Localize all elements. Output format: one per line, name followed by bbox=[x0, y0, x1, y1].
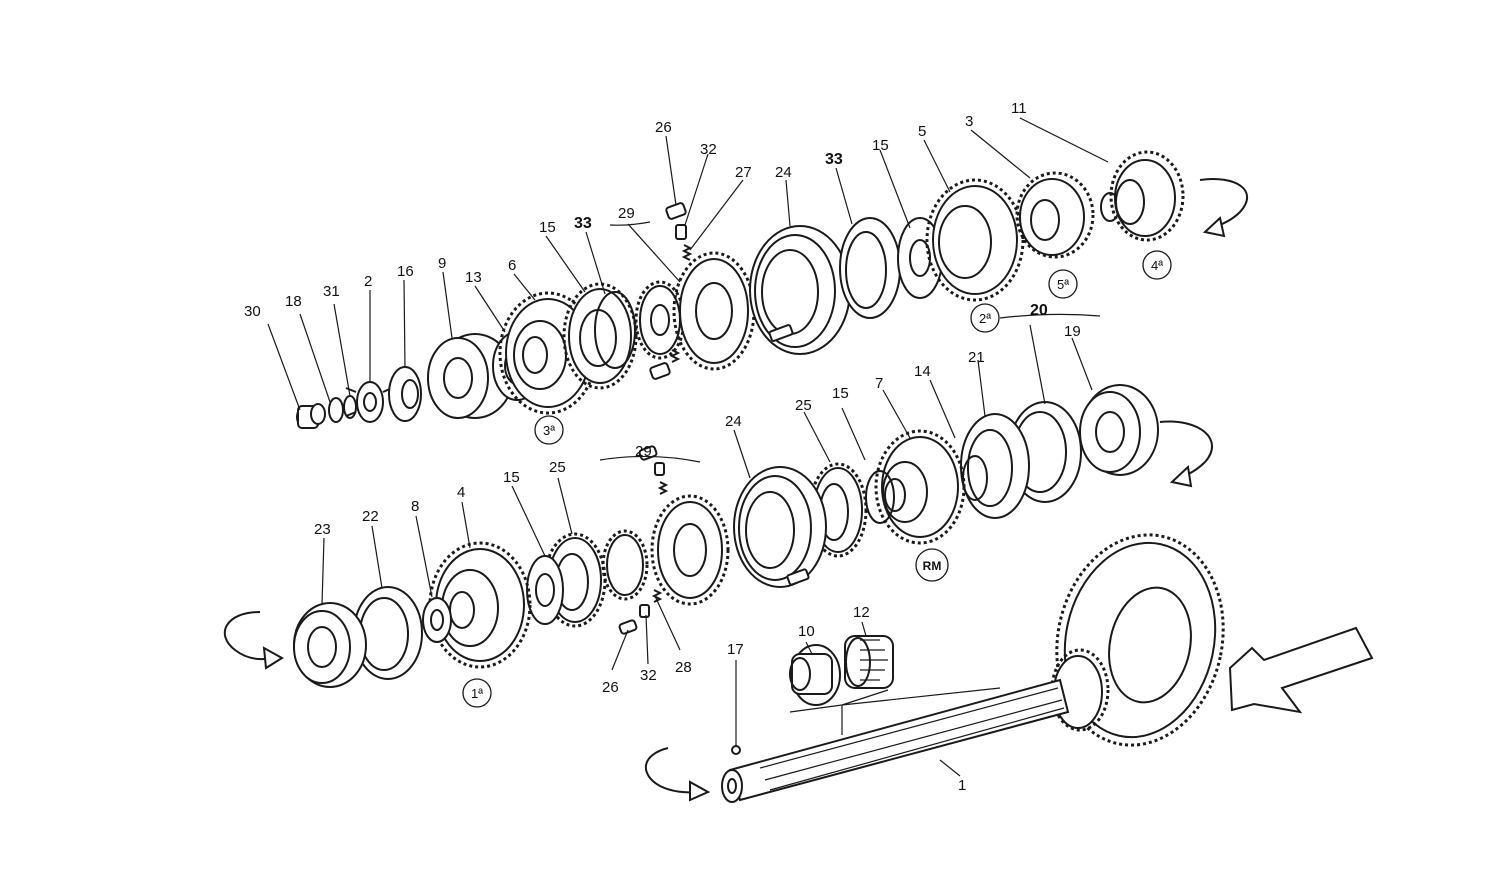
callout-label: 33 bbox=[574, 215, 592, 232]
gear-marker-second: 2ª bbox=[979, 311, 991, 326]
middle-row-assembly bbox=[223, 384, 1213, 688]
callout-label: 17 bbox=[727, 641, 744, 658]
callout-label: 12 bbox=[853, 604, 870, 621]
part-bearing-left bbox=[293, 602, 367, 688]
part-sliding-sleeve bbox=[749, 225, 851, 355]
callout-label: 26 bbox=[602, 679, 619, 696]
callout-label: 3 bbox=[965, 113, 973, 130]
top-shaft-assembly bbox=[296, 150, 1248, 429]
callout-label: 32 bbox=[700, 141, 717, 158]
part-synchro-ring-c bbox=[526, 555, 564, 625]
callout-label: 29 bbox=[635, 443, 652, 460]
part-synchro-ring bbox=[562, 282, 638, 390]
part-circlip bbox=[328, 397, 344, 423]
callout-label: 22 bbox=[362, 508, 379, 525]
gear-marker-fourth: 4ª bbox=[1151, 258, 1163, 273]
part-spacer bbox=[962, 455, 988, 501]
part-bush bbox=[789, 644, 841, 706]
part-ring-b bbox=[839, 217, 901, 319]
part-sliding-sleeve-b bbox=[733, 466, 827, 588]
rotation-arrow-icon-left bbox=[223, 611, 273, 660]
gear-marker-first: 1ª bbox=[471, 686, 483, 701]
callout-label: 13 bbox=[465, 269, 482, 286]
callout-label: 32 bbox=[640, 667, 657, 684]
part-splined-bush bbox=[422, 597, 452, 643]
callout-label: 2 bbox=[364, 273, 372, 290]
gear-marker-fifth: 5ª bbox=[1057, 277, 1069, 292]
callout-label: 9 bbox=[438, 255, 446, 272]
part-synchro-body bbox=[672, 251, 756, 371]
callout-label: 25 bbox=[549, 459, 566, 476]
gear-marker-third: 3ª bbox=[543, 423, 555, 438]
callout-label: 26 bbox=[655, 119, 672, 136]
rotation-arrow-icon-bottom bbox=[644, 747, 697, 794]
part-detent bbox=[649, 202, 693, 380]
callout-label: 20 bbox=[1030, 302, 1048, 319]
part-bearing-right bbox=[1079, 384, 1159, 476]
callout-label: 15 bbox=[539, 219, 556, 236]
callout-label: 31 bbox=[323, 283, 340, 300]
callout-label: 1 bbox=[958, 777, 966, 794]
callout-label: 19 bbox=[1064, 323, 1081, 340]
part-ball bbox=[731, 745, 741, 755]
callout-label: 14 bbox=[914, 363, 931, 380]
leader-lines bbox=[267, 117, 1109, 777]
part-main-shaft bbox=[721, 678, 1070, 803]
part-ring bbox=[594, 291, 636, 369]
callout-label: 15 bbox=[872, 137, 889, 154]
callout-label: 15 bbox=[832, 385, 849, 402]
callout-label: 23 bbox=[314, 521, 331, 538]
part-synchro-hub bbox=[634, 280, 686, 360]
direction-arrow-icon bbox=[1228, 626, 1374, 714]
callout-label: 11 bbox=[1011, 100, 1027, 117]
callout-label: 29 bbox=[618, 205, 635, 222]
part-nut bbox=[296, 403, 326, 429]
part-gear-fifth bbox=[1015, 171, 1095, 259]
callout-label: 33 bbox=[825, 151, 843, 168]
part-coupling bbox=[345, 381, 393, 423]
gear-markers: 3ª 2ª 5ª 4ª RM 1ª bbox=[462, 250, 1172, 708]
part-gear-first bbox=[428, 541, 532, 669]
part-flange bbox=[388, 366, 422, 422]
rotation-arrow-icon bbox=[1199, 178, 1248, 229]
part-synchro-hub-b bbox=[601, 529, 649, 601]
callout-label: 18 bbox=[285, 293, 302, 310]
part-gear-reverse bbox=[874, 429, 966, 545]
callout-label: 24 bbox=[775, 164, 792, 181]
callout-label: 28 bbox=[675, 659, 692, 676]
main-shaft-assembly bbox=[644, 533, 1374, 803]
callout-label: 10 bbox=[798, 623, 815, 640]
part-synchro-body-b bbox=[650, 494, 730, 606]
callout-label: 8 bbox=[411, 498, 419, 515]
part-ring-c bbox=[960, 413, 1030, 519]
callout-label: 24 bbox=[725, 413, 742, 430]
callout-label: 21 bbox=[968, 349, 985, 366]
callout-label: 6 bbox=[508, 257, 516, 274]
callout-label: 25 bbox=[795, 397, 812, 414]
part-needle-bearing bbox=[844, 635, 894, 689]
callout-label: 16 bbox=[397, 263, 414, 280]
part-gear-second bbox=[925, 178, 1025, 302]
callout-label: 27 bbox=[735, 164, 752, 181]
callout-label: 15 bbox=[503, 469, 520, 486]
callout-labels: 30 18 31 2 16 9 13 6 15 33 29 26 32 27 2… bbox=[244, 100, 1081, 794]
callout-label: 30 bbox=[244, 303, 261, 320]
callout-label: 4 bbox=[457, 484, 465, 501]
gear-marker-reverse: RM bbox=[923, 559, 942, 573]
callout-label: 5 bbox=[918, 123, 926, 140]
callout-label: 7 bbox=[875, 375, 883, 392]
part-gear-fourth bbox=[1109, 150, 1185, 242]
